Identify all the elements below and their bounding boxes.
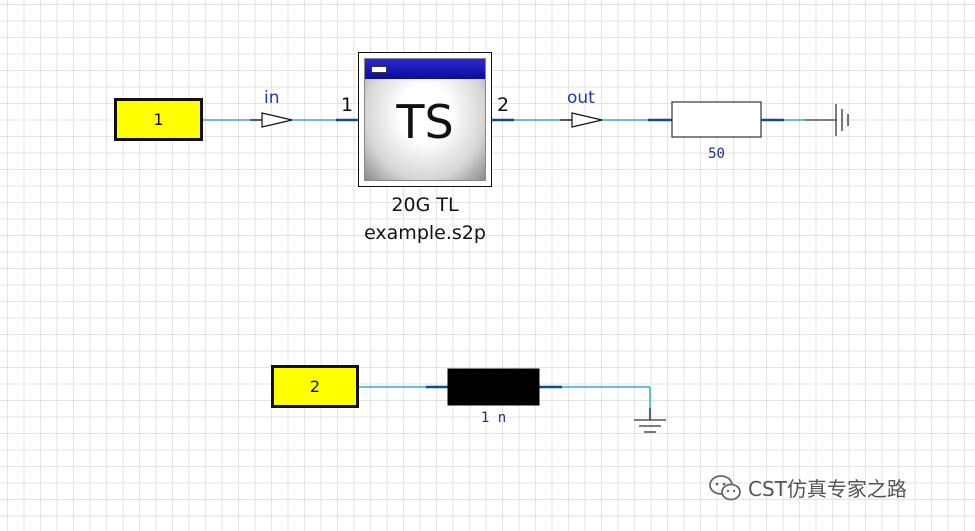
port-2-label: 2 (309, 377, 321, 396)
ts-name-line1: 20G TL (391, 194, 459, 216)
arrow-icon (560, 112, 603, 128)
ground-icon (805, 104, 849, 136)
arrow-icon (250, 112, 293, 128)
touchstone-icon: TS (364, 58, 486, 181)
ts-titlebar (365, 59, 485, 79)
ts-icon-text: TS (396, 95, 454, 149)
net-label-in: in (264, 88, 280, 108)
wechat-icon (709, 474, 741, 500)
ground-icon (634, 408, 666, 433)
resistor[interactable] (671, 101, 762, 138)
ts-pin-2-label: 2 (497, 94, 510, 116)
watermark: CST仿真专家之路 (708, 473, 907, 502)
port-2-box[interactable]: 2 (271, 365, 359, 408)
watermark-text: CST仿真专家之路 (748, 477, 907, 501)
port-1-box[interactable]: 1 (114, 98, 203, 141)
ts-name-line2: example.s2p (364, 222, 486, 244)
inductor[interactable] (447, 368, 540, 406)
touchstone-block[interactable]: TS (358, 52, 492, 187)
port-1-label: 1 (153, 110, 164, 129)
ts-pin-1-label: 1 (341, 94, 354, 116)
inductor-value: 1 n (480, 410, 507, 426)
window-minimize-icon (371, 66, 387, 73)
resistor-value: 50 (708, 146, 725, 162)
net-label-out: out (567, 88, 595, 108)
